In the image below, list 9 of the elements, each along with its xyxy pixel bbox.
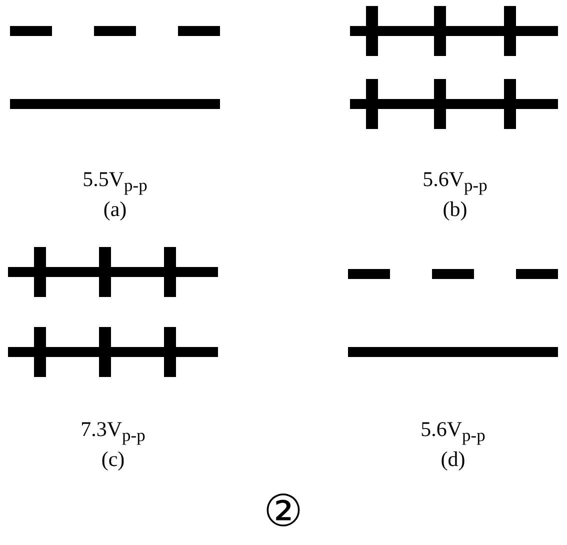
panel-label: (a) (103, 198, 127, 222)
figure-number: ② (264, 488, 302, 536)
panel-label: (c) (101, 448, 125, 472)
voltage-label: 5.6V$_{p-p}$ (422, 168, 488, 196)
voltage-label: 7.3V$_{p-p}$ (80, 418, 146, 446)
panel-label: (d) (440, 448, 466, 472)
voltage-label: 5.6V$_{p-p}$ (420, 418, 486, 446)
voltage-label: 5.5V$_{p-p}$ (82, 168, 148, 196)
panel-label: (b) (442, 198, 468, 222)
